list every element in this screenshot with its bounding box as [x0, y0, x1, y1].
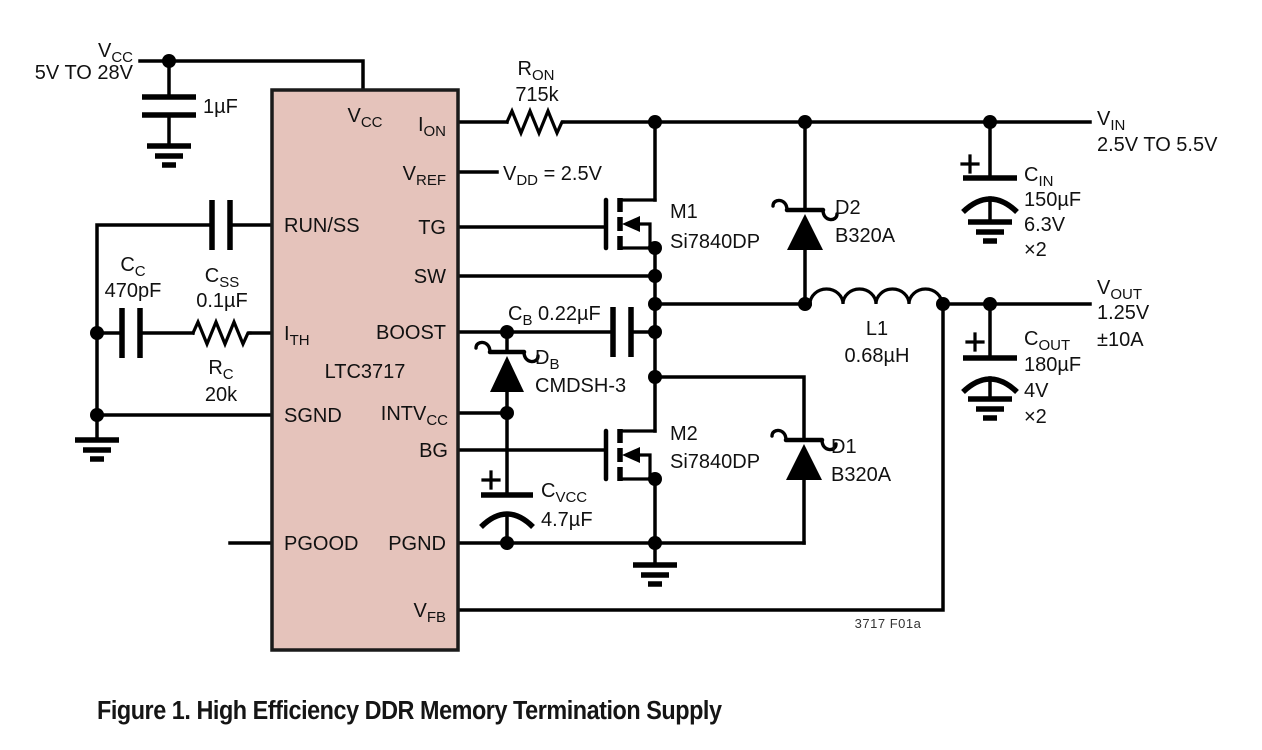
net-labels: VCC 5V TO 28V VDD = 2.5V VIN 2.5V TO 5.5…	[35, 40, 1218, 351]
label-d1-part: B320A	[831, 464, 892, 486]
pin-ion: ION	[418, 114, 446, 140]
pin-vfb: VFB	[413, 600, 446, 626]
label-cvcc-ref: CVCC	[541, 480, 587, 506]
vcc-net-label: VCC	[98, 40, 133, 66]
label-db-part: CMDSH-3	[535, 375, 626, 397]
vout-net-value: 1.25V	[1097, 302, 1150, 324]
capacitor-cin	[960, 154, 1019, 215]
label-l1-value: 0.68µH	[845, 345, 910, 367]
vin-net-label: VIN	[1097, 108, 1125, 134]
pin-sgnd: SGND	[284, 405, 342, 427]
label-rc-value: 20k	[205, 384, 238, 406]
pin-pgnd: PGND	[388, 533, 446, 555]
polarity-plus	[960, 154, 980, 174]
capacitor-css	[209, 200, 233, 250]
ic-part-number: LTC3717	[325, 361, 406, 383]
capacitor-cout	[961, 332, 1019, 395]
label-d2-part: B320A	[835, 225, 896, 247]
mosfet-m2	[603, 428, 657, 482]
label-css-value: 0.1µF	[196, 290, 248, 312]
pin-vref: VREF	[403, 163, 446, 189]
pin-boost: BOOST	[376, 322, 446, 344]
diode-db	[474, 340, 540, 392]
diode-d1	[770, 428, 838, 480]
capacitor-cc	[119, 308, 143, 358]
vin-net-range: 2.5V TO 5.5V	[1097, 134, 1218, 156]
label-cc-ref: CC	[120, 254, 145, 280]
pin-sw: SW	[414, 266, 446, 288]
pin-runss: RUN/SS	[284, 215, 360, 237]
label-css-ref: CSS	[205, 265, 239, 291]
component-labels: 1µF RON 715k CC 470pF CSS 0.1µF RC 20k C…	[105, 58, 1081, 531]
pin-tg: TG	[418, 217, 446, 239]
label-cout-ref: COUT	[1024, 328, 1070, 354]
inductor-l1	[808, 287, 944, 306]
vout-net-current: ±10A	[1097, 329, 1144, 351]
ic-ltc3717-body	[270, 88, 460, 652]
vout-net-label: VOUT	[1097, 277, 1142, 303]
resistor-rc	[190, 317, 252, 349]
junction-dots	[90, 54, 997, 550]
label-rc-ref: RC	[208, 357, 233, 383]
label-m1-part: Si7840DP	[670, 231, 760, 253]
capacitor-cvcc	[479, 470, 535, 530]
pin-pgood: PGOOD	[284, 533, 358, 555]
polarity-plus	[481, 470, 501, 490]
ground-icon	[147, 146, 191, 165]
mosfet-m1	[603, 197, 657, 251]
pin-intvcc: INTVCC	[381, 403, 448, 429]
capacitor-1uf	[142, 94, 196, 118]
label-d2-ref: D2	[835, 197, 861, 219]
label-cc-value: 470pF	[105, 280, 162, 302]
label-cin-ref: CIN	[1024, 164, 1053, 190]
label-cout-rating: 4V	[1024, 380, 1049, 402]
label-cin-value: 150µF	[1024, 189, 1081, 211]
ground-icon	[968, 222, 1012, 241]
label-cout-qty: ×2	[1024, 406, 1047, 428]
label-cin-qty: ×2	[1024, 239, 1047, 261]
pin-ith: ITH	[284, 323, 310, 349]
figure-code: 3717 F01a	[855, 616, 922, 631]
diode-d2	[771, 198, 839, 250]
label-db-ref: DB	[535, 347, 559, 373]
pin-vcc: VCC	[347, 105, 382, 131]
label-c-bypass: 1µF	[203, 96, 238, 118]
polarity-plus	[965, 332, 985, 352]
label-ron-ref: RON	[518, 58, 555, 84]
label-cout-value: 180µF	[1024, 354, 1081, 376]
label-cvcc-value: 4.7µF	[541, 509, 593, 531]
label-ron-value: 715k	[515, 84, 559, 106]
capacitor-cb	[610, 307, 634, 357]
vcc-net-range: 5V TO 28V	[35, 62, 134, 84]
label-m2-ref: M2	[670, 423, 698, 445]
resistor-ron	[504, 106, 565, 138]
ground-icon	[968, 399, 1012, 418]
ic-pin-labels: VCC ION VREF TG SW BOOST INTVCC BG PGND …	[284, 105, 448, 626]
label-cin-rating: 6.3V	[1024, 214, 1066, 236]
label-d1-ref: D1	[831, 436, 857, 458]
label-m1-ref: M1	[670, 201, 698, 223]
vdd-ref-label: VDD = 2.5V	[503, 163, 603, 189]
pin-bg: BG	[419, 440, 448, 462]
label-l1-ref: L1	[866, 318, 888, 340]
ground-icon	[75, 440, 119, 459]
label-cb: CB 0.22µF	[508, 303, 601, 329]
figure-caption: Figure 1. High Efficiency DDR Memory Ter…	[97, 697, 722, 725]
label-m2-part: Si7840DP	[670, 451, 760, 473]
ground-icon	[633, 565, 677, 584]
